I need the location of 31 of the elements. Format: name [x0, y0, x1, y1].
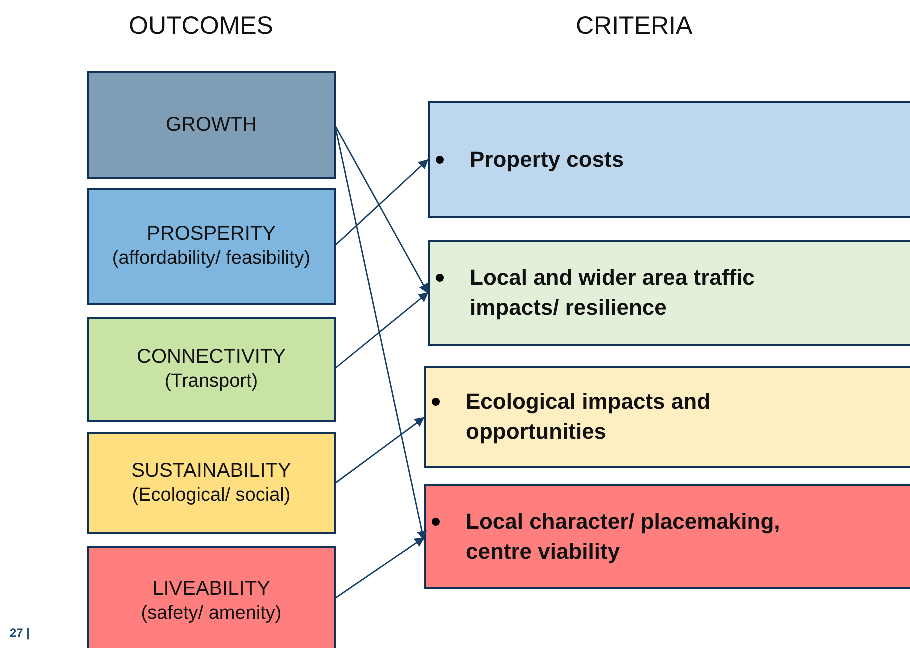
- page-number: 27 |: [10, 626, 30, 640]
- arrow: [335, 128, 427, 541]
- outcome-title: SUSTAINABILITY: [132, 458, 292, 484]
- criteria-text: Ecological impacts and opportunities: [466, 387, 846, 447]
- arrow: [336, 292, 429, 369]
- column-heading: CRITERIA: [576, 12, 693, 41]
- criteria-box: [424, 366, 910, 468]
- arrow: [336, 417, 425, 484]
- outcome-subtitle: (safety/ amenity): [141, 602, 282, 626]
- arrow: [335, 126, 429, 294]
- outcome-box: [87, 432, 336, 534]
- outcome-title: LIVEABILITY: [152, 576, 270, 602]
- criteria-box: [428, 101, 910, 218]
- arrow: [336, 537, 425, 599]
- criteria-text: Local and wider area traffic impacts/ resilience: [470, 263, 850, 323]
- outcome-title: PROSPERITY: [147, 222, 276, 248]
- outcome-title: GROWTH: [166, 113, 258, 138]
- criteria-box: [424, 484, 910, 589]
- outcome-box: [87, 317, 336, 422]
- outcome-box: [87, 71, 336, 179]
- outcome-title: CONNECTIVITY: [137, 345, 286, 370]
- outcome-box: [87, 188, 336, 305]
- outcome-subtitle: (Ecological/ social): [132, 484, 291, 508]
- criteria-text: Property costs: [470, 144, 850, 174]
- outcome-subtitle: (affordability/ feasibility): [112, 247, 311, 272]
- criteria-text: Local character/ placemaking, centre viability: [466, 506, 846, 566]
- outcome-box: [87, 546, 336, 648]
- column-heading: OUTCOMES: [129, 12, 274, 41]
- outcome-subtitle: (Transport): [164, 370, 258, 394]
- arrow: [336, 159, 429, 246]
- criteria-box: [428, 240, 910, 346]
